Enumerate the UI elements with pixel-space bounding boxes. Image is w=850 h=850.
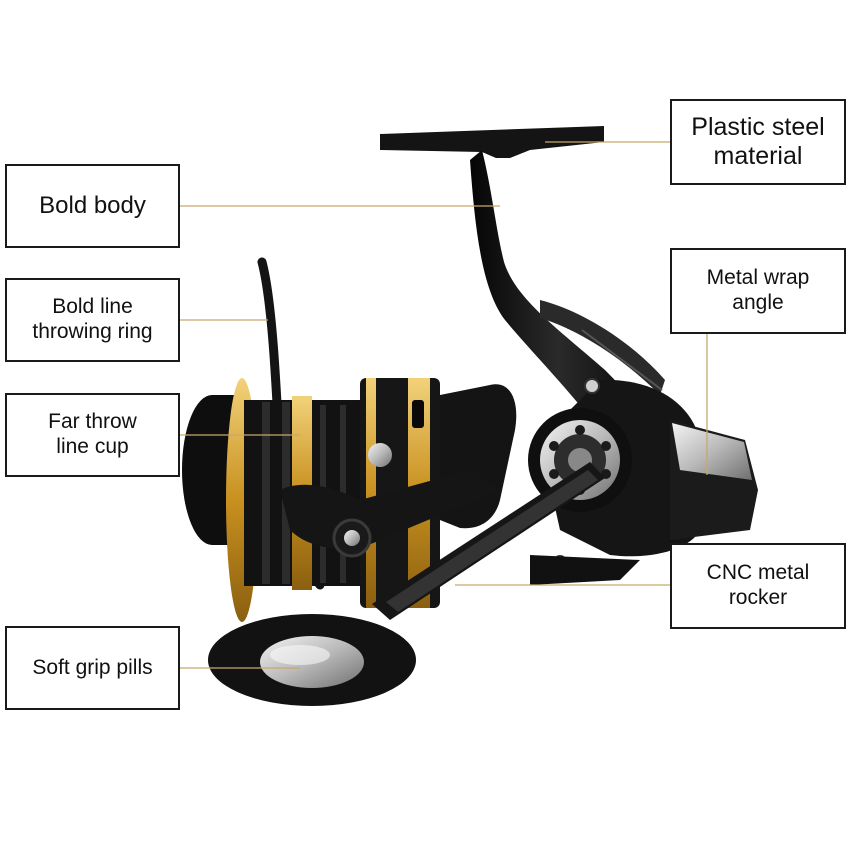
label-text: Bold body [39,191,146,219]
label-far-throw-line-cup: Far throw line cup [5,393,180,477]
label-text: Plastic steel [691,112,825,141]
label-text: CNC metal [706,561,810,585]
label-text: angle [732,291,784,314]
label-bold-body: Bold body [5,164,180,248]
label-cnc-metal-rocker: CNC metal rocker [670,543,846,629]
label-line-throwing-ring: Bold line throwing ring [5,278,180,362]
label-text: Far throw [48,410,137,434]
label-text: rocker [728,586,788,609]
label-metal-wrap-angle: Metal wrap angle [670,248,846,334]
rotor-arm [280,384,517,558]
label-plastic-steel-material: Plastic steel material [670,99,846,185]
leader-lines [180,141,708,669]
grip-knob [208,614,416,706]
label-soft-grip-pills: Soft grip pills [5,626,180,710]
label-text: Metal wrap [706,266,810,290]
label-text: material [713,142,803,170]
label-text: Bold line [52,295,133,319]
label-text: line cup [56,435,129,458]
label-text: throwing ring [32,320,153,343]
label-text: Soft grip pills [32,655,153,679]
